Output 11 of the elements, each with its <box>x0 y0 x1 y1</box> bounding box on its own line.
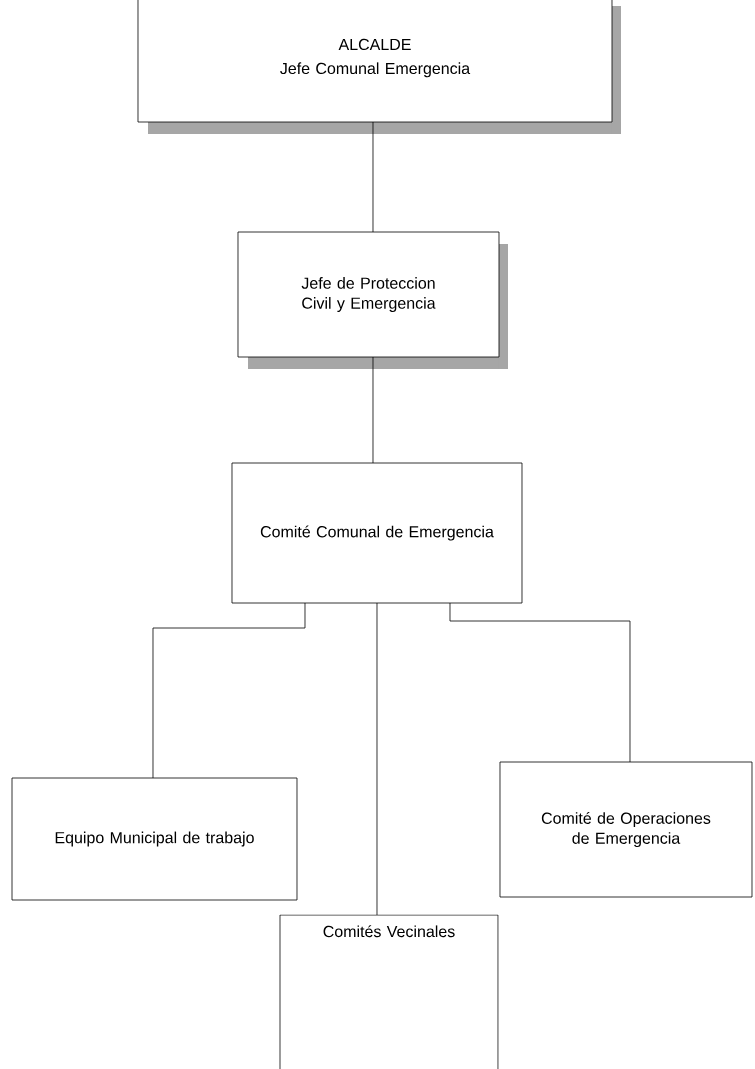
connector-line <box>376 602 378 916</box>
org-box: Equipo Municipal de trabajo <box>11 777 298 901</box>
connector-line <box>449 602 631 763</box>
org-box: Comités Vecinales <box>279 914 499 1069</box>
org-box: Comité de Operaciones de Emergencia <box>499 761 753 898</box>
connector-line <box>152 602 306 779</box>
org-box: Comité Comunal de Emergencia <box>231 462 523 604</box>
connector-line <box>372 356 374 464</box>
org-box: ALCALDE Jefe Comunal Emergencia <box>137 0 621 134</box>
org-box: Jefe de Proteccion Civil y Emergencia <box>237 231 508 369</box>
connector-line <box>372 121 374 233</box>
